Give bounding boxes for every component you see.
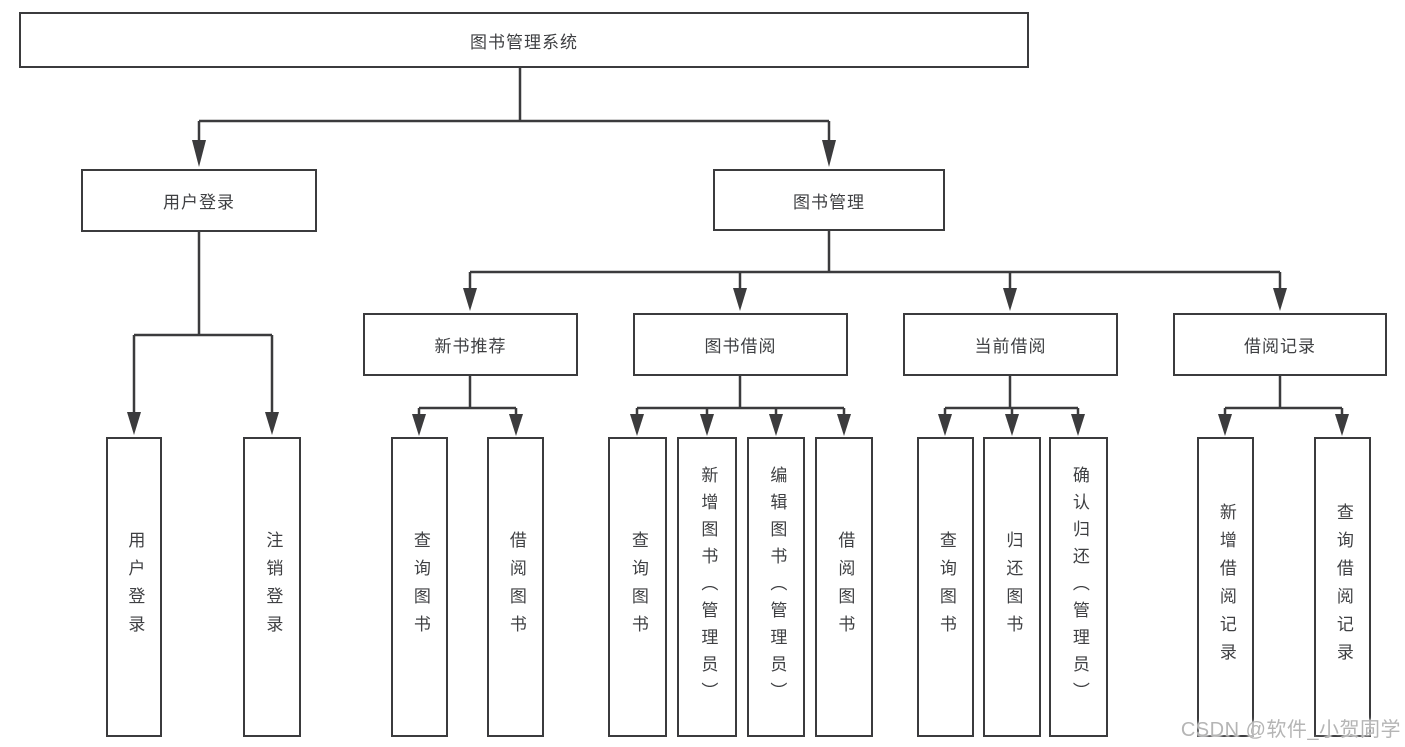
node-borrow-record: 借阅记录 [1173,313,1387,376]
leaf-query-borrow-record: 查询借阅记录 [1314,437,1371,737]
leaf-query-book-borrow: 查询图书 [608,437,667,737]
leaf-borrow-book-recommend: 借阅图书 [487,437,544,737]
leaf-label: 查询图书 [628,531,648,643]
leaf-query-book-recommend: 查询图书 [391,437,448,737]
leaf-edit-book-admin: 编辑图书（管理员） [747,437,805,737]
arrowhead-icons [127,140,1349,436]
node-book-management: 图书管理 [713,169,945,231]
node-current-borrow: 当前借阅 [903,313,1118,376]
leaf-confirm-return-admin: 确认归还（管理员） [1049,437,1108,737]
leaf-label: 编辑图书（管理员） [767,465,787,709]
leaf-borrow-book: 借阅图书 [815,437,873,737]
leaf-label: 查询图书 [410,531,430,643]
leaf-label: 注销登录 [263,531,283,643]
leaf-label: 查询借阅记录 [1333,503,1353,671]
leaf-label: 借阅图书 [506,531,526,643]
leaf-label: 新增图书（管理员） [698,465,718,709]
leaf-label: 新增借阅记录 [1216,503,1236,671]
node-new-book-recommend: 新书推荐 [363,313,578,376]
leaf-label: 归还图书 [1003,531,1023,643]
tree-edges [132,68,1344,417]
node-user-login: 用户登录 [81,169,317,232]
leaf-label: 用户登录 [125,531,145,643]
leaf-label: 查询图书 [936,531,956,643]
leaf-return-book: 归还图书 [983,437,1041,737]
leaf-add-borrow-record: 新增借阅记录 [1197,437,1254,737]
leaf-label: 确认归还（管理员） [1069,465,1089,709]
leaf-logout: 注销登录 [243,437,301,737]
csdn-watermark: CSDN @软件_小贺同学 [1180,719,1401,741]
node-root-system: 图书管理系统 [19,12,1029,68]
leaf-label: 借阅图书 [835,531,855,643]
leaf-query-book-current: 查询图书 [917,437,974,737]
leaf-user-login: 用户登录 [106,437,162,737]
node-book-borrow: 图书借阅 [633,313,848,376]
leaf-add-book-admin: 新增图书（管理员） [677,437,737,737]
